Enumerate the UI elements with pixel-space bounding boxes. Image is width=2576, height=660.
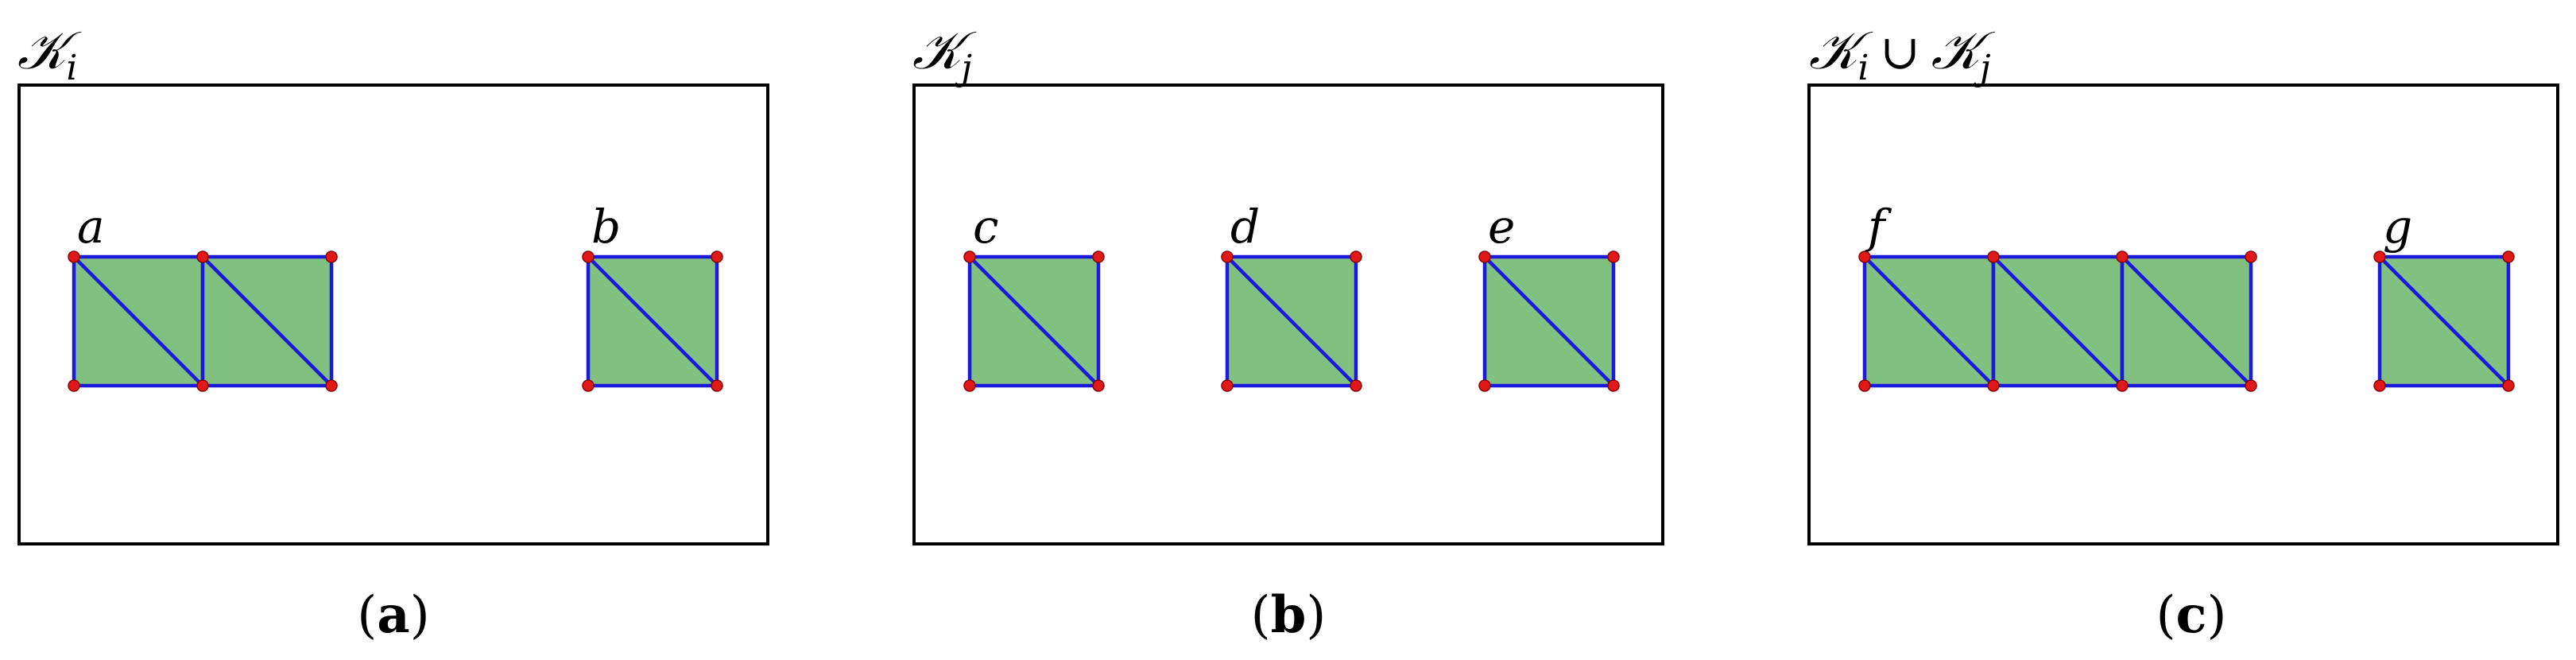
panel-a-frame [17,83,769,545]
diagonal-edge [586,254,719,388]
vertex-dot [582,379,595,392]
component-label-f: f [1865,200,1892,254]
vertex-dot [2116,250,2129,263]
component-label-d: d [1230,200,1260,254]
diagonal-edge [1482,254,1616,388]
vertex-dot [1350,250,1362,263]
vertex-dot [711,379,723,392]
diagonal-edge [967,254,1101,388]
vertex-dot [2245,250,2257,263]
vertex-dot [68,250,80,263]
vertex-dot [1478,379,1491,392]
diagonal-edge [2120,254,2253,388]
component-label-b: b [591,200,621,254]
panel-c-caption: (c) [2156,585,2227,645]
vertex-dot [1221,250,1234,263]
vertex-dot [1987,379,2000,392]
vertex-dot [963,379,976,392]
panel-b-title: 𝒦j [912,20,977,88]
panel-c-frame [1807,83,2559,545]
diagonal-edge [72,254,205,388]
diagonal-edge [200,254,334,388]
panel-b-caption: (b) [1251,585,1327,645]
vertex-dot [196,250,209,263]
complex-component-d: d [1221,200,1362,392]
complex-component-g: g [2373,200,2515,392]
vertex-dot [1092,250,1105,263]
vertex-dot [2116,379,2129,392]
vertex-dot [1858,379,1871,392]
complex-component-b: b [582,200,723,392]
vertex-dot [1478,250,1491,263]
vertex-dot [2502,250,2515,263]
complex-component-f: f [1858,200,2257,392]
complex-component-c: c [963,200,1105,392]
vertex-dot [2373,379,2386,392]
vertex-dot [2373,250,2386,263]
vertex-dot [1607,379,1620,392]
vertex-dot [582,250,595,263]
vertex-dot [196,379,209,392]
vertex-dot [325,250,338,263]
vertex-dot [1350,379,1362,392]
vertex-dot [1221,379,1234,392]
diagonal-edge [1225,254,1358,388]
complex-component-a: a [68,200,338,392]
vertex-dot [1607,250,1620,263]
vertex-dot [1987,250,2000,263]
component-label-e: e [1488,200,1515,254]
complex-component-e: e [1478,200,1620,392]
panel-c-title: 𝒦i∪𝒦j [1809,20,1996,88]
diagonal-edge [2377,254,2511,388]
vertex-dot [325,379,338,392]
panel-a-title: 𝒦i [17,20,82,88]
diagonal-edge [1862,254,1996,388]
vertex-dot [1092,379,1105,392]
vertex-dot [711,250,723,263]
vertex-dot [2502,379,2515,392]
panel-b: 𝒦j c d e (b) [912,20,1664,645]
diagonal-edge [1991,254,2125,388]
vertex-dot [2245,379,2257,392]
component-label-a: a [77,200,105,254]
vertex-dot [963,250,976,263]
component-label-g: g [2383,200,2412,254]
panel-a-caption: (a) [357,585,429,645]
vertex-dot [68,379,80,392]
panel-b-complex: c d e [963,200,1620,392]
panel-b-frame [912,83,1664,545]
vertex-dot [1858,250,1871,263]
component-label-c: c [973,200,998,254]
